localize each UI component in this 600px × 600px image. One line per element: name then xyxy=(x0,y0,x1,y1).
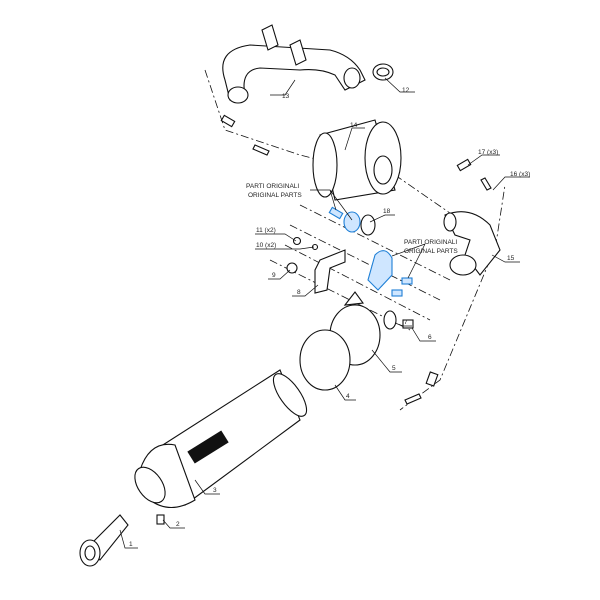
original-parts-label-3: PARTI ORIGINALI xyxy=(404,239,457,246)
part-3-silencer xyxy=(134,369,308,509)
label-part-17: 17 (x3) xyxy=(478,149,498,156)
label-part-1: 1 xyxy=(129,541,133,548)
label-part-2: 2 xyxy=(176,521,180,528)
label-part-15: 15 xyxy=(507,255,515,262)
original-parts-lower xyxy=(367,250,413,297)
part-18-washer xyxy=(360,214,376,236)
label-part-8: 8 xyxy=(297,289,301,296)
original-parts-upper xyxy=(328,206,361,233)
assembly-axis xyxy=(204,69,321,161)
leader-lines xyxy=(119,77,530,549)
label-part-10: 10 (x2) xyxy=(256,242,276,249)
part-1-end-cap xyxy=(79,514,129,567)
assembly-axis xyxy=(284,244,431,321)
assembly-axis xyxy=(399,259,491,411)
label-part-14: 14 xyxy=(350,122,358,129)
label-part-16: 16 (x3) xyxy=(510,171,530,178)
label-part-3: 3 xyxy=(213,487,217,494)
label-part-5: 5 xyxy=(392,365,396,372)
original-parts-label-1: PARTI ORIGINALI xyxy=(246,183,299,190)
brand-logo xyxy=(187,430,229,464)
part-4-clamp xyxy=(299,329,351,391)
label-part-6: 6 xyxy=(428,334,432,341)
part-7-grommet xyxy=(383,310,397,330)
label-part-13: 13 xyxy=(282,93,290,100)
part-13-header-pipe xyxy=(222,24,366,104)
part-8-bracket xyxy=(314,249,346,294)
part-12-clamp xyxy=(372,63,394,81)
part-11-nut xyxy=(292,236,302,246)
label-part-12: 12 xyxy=(402,87,410,94)
label-part-18: 18 xyxy=(383,208,391,215)
assembly-axis xyxy=(299,204,451,281)
springs xyxy=(220,114,492,405)
original-parts-label-2: ORIGINAL PARTS xyxy=(248,192,302,199)
part-2-screw xyxy=(156,514,165,525)
part-14-mid-silencer xyxy=(312,119,402,201)
part-6-bolt xyxy=(402,319,414,329)
label-part-11: 11 (x2) xyxy=(256,227,276,234)
label-part-9: 9 xyxy=(272,272,276,279)
label-part-7: 7 xyxy=(404,319,408,326)
assembly-axis xyxy=(289,224,441,301)
original-parts-label-4: ORIGINAL PARTS xyxy=(404,248,458,255)
label-part-4: 4 xyxy=(346,393,350,400)
part-15-elbow-pipe xyxy=(443,211,501,276)
